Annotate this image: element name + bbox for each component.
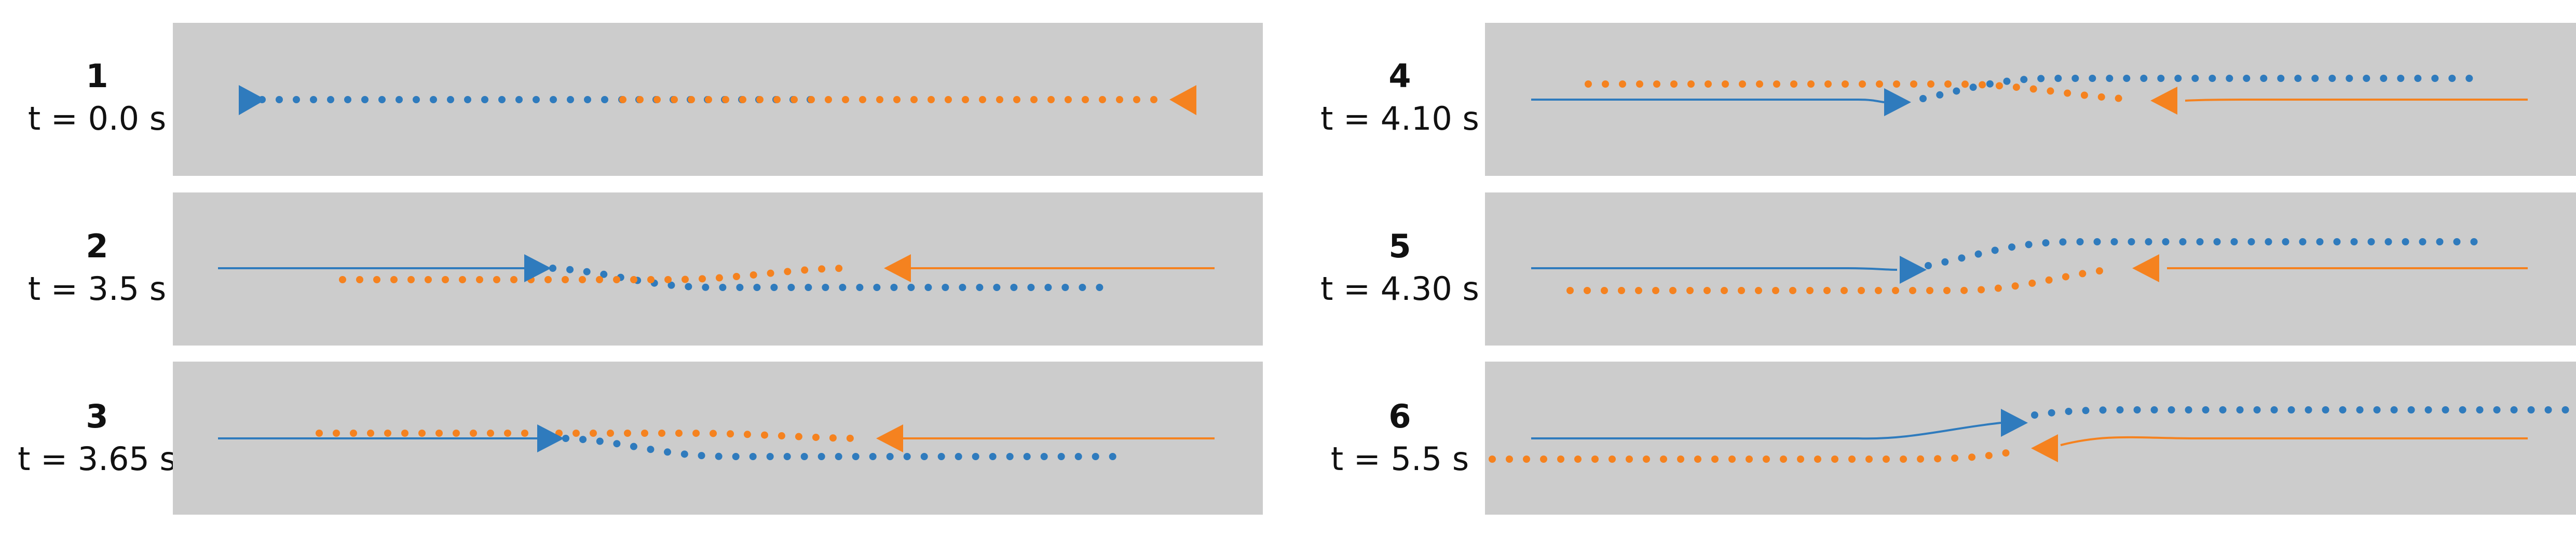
orange-arrowhead bbox=[2150, 87, 2177, 115]
blue-solid-trail bbox=[1531, 422, 2001, 440]
blue-arrowhead bbox=[1900, 256, 1927, 284]
orange-dotted-trail bbox=[1585, 80, 2127, 102]
panel-6-diagram bbox=[1489, 406, 2576, 463]
panel-4-label: 4 t = 4.10 s bbox=[1320, 57, 1479, 137]
panel-3-time: t = 3.65 s bbox=[18, 440, 176, 478]
panel-3-diagram bbox=[218, 424, 1215, 460]
orange-arrowhead bbox=[884, 254, 911, 282]
panel-3-number: 3 bbox=[86, 397, 108, 435]
blue-arrowhead bbox=[239, 85, 266, 115]
orange-arrowhead bbox=[2132, 254, 2159, 282]
blue-solid-trail bbox=[1531, 99, 1885, 103]
orange-solid-trail bbox=[2060, 436, 2528, 446]
orange-dotted-trail bbox=[1566, 266, 2116, 294]
blue-solid-trail bbox=[1531, 267, 1898, 271]
blue-arrowhead bbox=[524, 254, 551, 282]
orange-arrowhead bbox=[2031, 434, 2058, 462]
orange-dotted-trail bbox=[339, 265, 855, 283]
panel-4-diagram bbox=[1531, 75, 2528, 116]
panel-5-time: t = 4.30 s bbox=[1320, 270, 1479, 308]
panel-1-number: 1 bbox=[86, 57, 108, 95]
panel-2-diagram bbox=[218, 254, 1215, 291]
panel-2-time: t = 3.5 s bbox=[28, 270, 166, 308]
panel-5-label: 5 t = 4.30 s bbox=[1320, 227, 1479, 308]
panel-2-label: 2 t = 3.5 s bbox=[28, 227, 166, 308]
panel-1-time: t = 0.0 s bbox=[28, 100, 166, 137]
panel-5-diagram bbox=[1531, 238, 2528, 294]
panel-1-background bbox=[173, 23, 1263, 176]
blue-arrowhead bbox=[2001, 409, 2028, 437]
orange-arrowhead bbox=[876, 424, 903, 452]
orange-solid-trail bbox=[2185, 99, 2528, 102]
panel-4-number: 4 bbox=[1388, 57, 1411, 95]
blue-arrowhead bbox=[1884, 88, 1911, 116]
panel-2-number: 2 bbox=[86, 227, 108, 265]
panel-3-label: 3 t = 3.65 s bbox=[18, 397, 176, 478]
panel-1-label: 1 t = 0.0 s bbox=[28, 57, 166, 137]
blue-dotted-trail bbox=[2031, 406, 2576, 419]
panel-6-number: 6 bbox=[1388, 397, 1411, 435]
panel-6-label: 6 t = 5.5 s bbox=[1331, 397, 1469, 478]
panel-6-time: t = 5.5 s bbox=[1331, 440, 1469, 478]
panel-1-diagram bbox=[239, 85, 1196, 115]
blue-dotted-trail bbox=[1919, 75, 2474, 102]
panel-4-time: t = 4.10 s bbox=[1320, 100, 1479, 137]
blue-arrowhead bbox=[537, 424, 564, 452]
blue-dotted-trail bbox=[562, 435, 1125, 460]
orange-arrowhead bbox=[1169, 85, 1196, 115]
blue-dotted-trail bbox=[1925, 238, 2490, 269]
panel-5-number: 5 bbox=[1388, 227, 1411, 265]
